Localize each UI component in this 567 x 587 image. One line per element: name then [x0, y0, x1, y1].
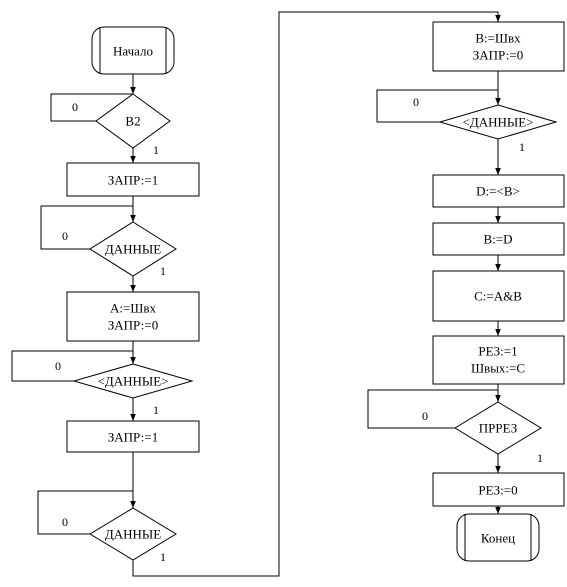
decision-not-data-2-no-label: 0	[413, 95, 419, 109]
process-read-a-line2: ЗАПР:=0	[108, 318, 158, 333]
decision-not-data-yes-label: 1	[153, 403, 159, 417]
decision-b2-yes-label: 1	[153, 143, 159, 157]
loop-line	[376, 89, 498, 123]
process-d-label: D:=<B>	[476, 184, 520, 199]
decision-not-data-2: <ДАННЫЕ>	[438, 104, 558, 140]
process-read-a: A:=Швх ЗАПР:=0	[66, 291, 200, 342]
process-result-line2: Швых:=С	[471, 361, 525, 376]
process-zapr-set-label: ЗАПР:=1	[108, 173, 158, 188]
process-bd: B:=D	[432, 222, 565, 256]
process-read-b: B:=Швх ЗАПР:=0	[432, 21, 565, 72]
start-terminator: Начало	[91, 26, 175, 75]
decision-not-data: <ДАННЫЕ>	[72, 363, 194, 399]
decision-data-no-label: 0	[62, 229, 68, 243]
end-label: Конец	[481, 531, 515, 546]
start-label: Начало	[113, 44, 153, 59]
loop-line	[367, 389, 498, 429]
process-d: D:=<B>	[432, 174, 565, 208]
process-result: РЕЗ:=1 Швых:=С	[432, 335, 565, 385]
process-zapr-set-2-label: ЗАПР:=1	[108, 430, 158, 445]
loop-line	[50, 93, 133, 122]
decision-not-data-2-yes-label: 1	[519, 140, 525, 154]
process-reset: РЕЗ:=0	[432, 472, 565, 507]
process-bd-label: B:=D	[483, 232, 512, 247]
decision-data-2-label: ДАННЫЕ	[105, 527, 161, 542]
process-read-b-line1: B:=Швх	[475, 31, 521, 46]
decision-data-label: ДАННЫЕ	[105, 242, 161, 257]
decision-b2: В2	[95, 93, 171, 149]
process-c: C:=A&B	[432, 270, 565, 322]
decision-not-data-no-label: 0	[55, 359, 61, 373]
decision-data-yes-label: 1	[160, 264, 166, 278]
process-zapr-set-2: ЗАПР:=1	[66, 420, 200, 453]
process-result-line1: РЕЗ:=1	[478, 344, 517, 359]
process-read-b-line2: ЗАПР:=0	[473, 48, 523, 63]
loop-line	[40, 205, 133, 250]
process-read-a-line1: A:=Швх	[110, 301, 157, 316]
process-c-label: C:=A&B	[474, 289, 522, 304]
decision-b2-label: В2	[125, 114, 140, 129]
decision-not-data-label: <ДАННЫЕ>	[98, 374, 169, 389]
process-reset-label: РЕЗ:=0	[478, 483, 517, 498]
decision-prez-yes-label: 1	[537, 451, 543, 465]
process-zapr-set: ЗАПР:=1	[66, 162, 200, 197]
decision-not-data-2-label: <ДАННЫЕ>	[463, 115, 534, 130]
end-terminator: Конец	[456, 513, 540, 562]
decision-prez: ПРРЕЗ	[454, 401, 542, 455]
loop-line	[11, 350, 133, 382]
decision-prez-label: ПРРЕЗ	[479, 421, 517, 436]
decision-data-2-no-label: 0	[62, 515, 68, 529]
decision-data-2-yes-label: 1	[160, 550, 166, 564]
decision-prez-no-label: 0	[422, 409, 428, 423]
loop-line	[37, 490, 133, 535]
decision-data-2: ДАННЫЕ	[89, 507, 177, 561]
column-connector	[132, 11, 501, 577]
decision-b2-no-label: 0	[72, 100, 78, 114]
